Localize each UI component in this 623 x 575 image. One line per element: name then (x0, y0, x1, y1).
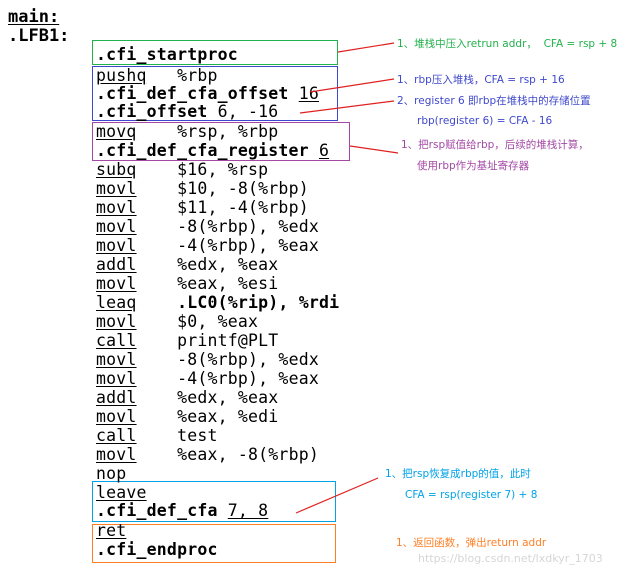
annotation-leave-2: CFA = rsp(register 7) + 8 (405, 489, 538, 501)
code-line-cfi-def-cfa-register: .cfi_def_cfa_register 6 (96, 141, 330, 160)
arrow-def-cfa-offset (309, 78, 395, 93)
ret-box (92, 524, 336, 563)
code-line-cfi-offset: .cfi_offset 6, -16 (96, 102, 279, 121)
code-line-movl-6: movl $0, %eax (96, 312, 259, 331)
code-line-pushq: pushq %rbp (96, 66, 218, 85)
leave-box (92, 481, 336, 522)
code-line-movl-4: movl -4(%rbp), %eax (96, 236, 319, 255)
annotation-ret: 1、返回函数，弹出return addr (396, 537, 547, 549)
movq-box (92, 122, 350, 161)
code-line-addl-1: addl %edx, %eax (96, 255, 279, 274)
annotation-push-3: rbp(register 6) = CFA - 16 (417, 115, 553, 127)
arrow-def-cfa-register (349, 145, 399, 154)
push-box (92, 66, 338, 121)
arrow-def-cfa (295, 477, 379, 514)
code-line-movq: movq %rsp, %rbp (96, 122, 279, 141)
startproc-box (92, 40, 338, 65)
annotation-startproc: 1、堆栈中压入retrun addr， CFA = rsp + 8 (397, 38, 618, 50)
code-line-nop: nop (96, 464, 127, 483)
code-line-movl-9: movl %eax, %edi (96, 407, 279, 426)
annotation-leave-1: 1、把rsp恢复成rbp的值，此时 (385, 468, 531, 480)
code-line-cfi-endproc: .cfi_endproc (96, 540, 218, 559)
code-line-movl-1: movl $10, -8(%rbp) (96, 179, 309, 198)
code-line-cfi-startproc: .cfi_startproc (96, 45, 238, 64)
code-line-addl-2: addl %edx, %eax (96, 388, 279, 407)
code-line-movl-3: movl -8(%rbp), %edx (96, 217, 319, 236)
code-line-leave: leave (96, 483, 147, 502)
code-line-movl-5: movl %eax, %esi (96, 274, 279, 293)
code-line-call-printf: call printf@PLT (96, 331, 279, 350)
code-line-cfi-def-cfa-offset: .cfi_def_cfa_offset 16 (96, 84, 319, 103)
code-line-cfi-def-cfa: .cfi_def_cfa 7, 8 (96, 501, 269, 520)
code-line-ret: ret (96, 521, 127, 540)
label-main: main: (8, 7, 60, 27)
annotation-movq-2: 使用rbp作为基址寄存器 (417, 160, 530, 172)
label-lfb1: .LFB1: (8, 26, 70, 46)
code-line-movl-8: movl -4(%rbp), %eax (96, 369, 319, 388)
code-line-movl-7: movl -8(%rbp), %edx (96, 350, 319, 369)
arrow-cfi-offset (299, 100, 395, 114)
annotation-push-1: 1、rbp压入堆栈，CFA = rsp + 16 (397, 74, 565, 86)
code-line-call-test: call test (96, 426, 218, 445)
annotation-movq-1: 1、把rsp赋值给rbp，后续的堆栈计算， (401, 139, 589, 151)
annotation-push-2: 2、register 6 即rbp在堆栈中的存储位置 (397, 95, 591, 107)
code-line-leaq: leaq .LC0(%rip), %rdi (96, 293, 340, 312)
code-line-movl-2: movl $11, -4(%rbp) (96, 198, 309, 217)
watermark: https://blog.csdn.net/lxdkyr_1703 (418, 552, 603, 565)
code-line-movl-10: movl %eax, -8(%rbp) (96, 445, 319, 464)
arrow-startproc (337, 42, 395, 53)
code-line-subq: subq $16, %rsp (96, 160, 269, 179)
